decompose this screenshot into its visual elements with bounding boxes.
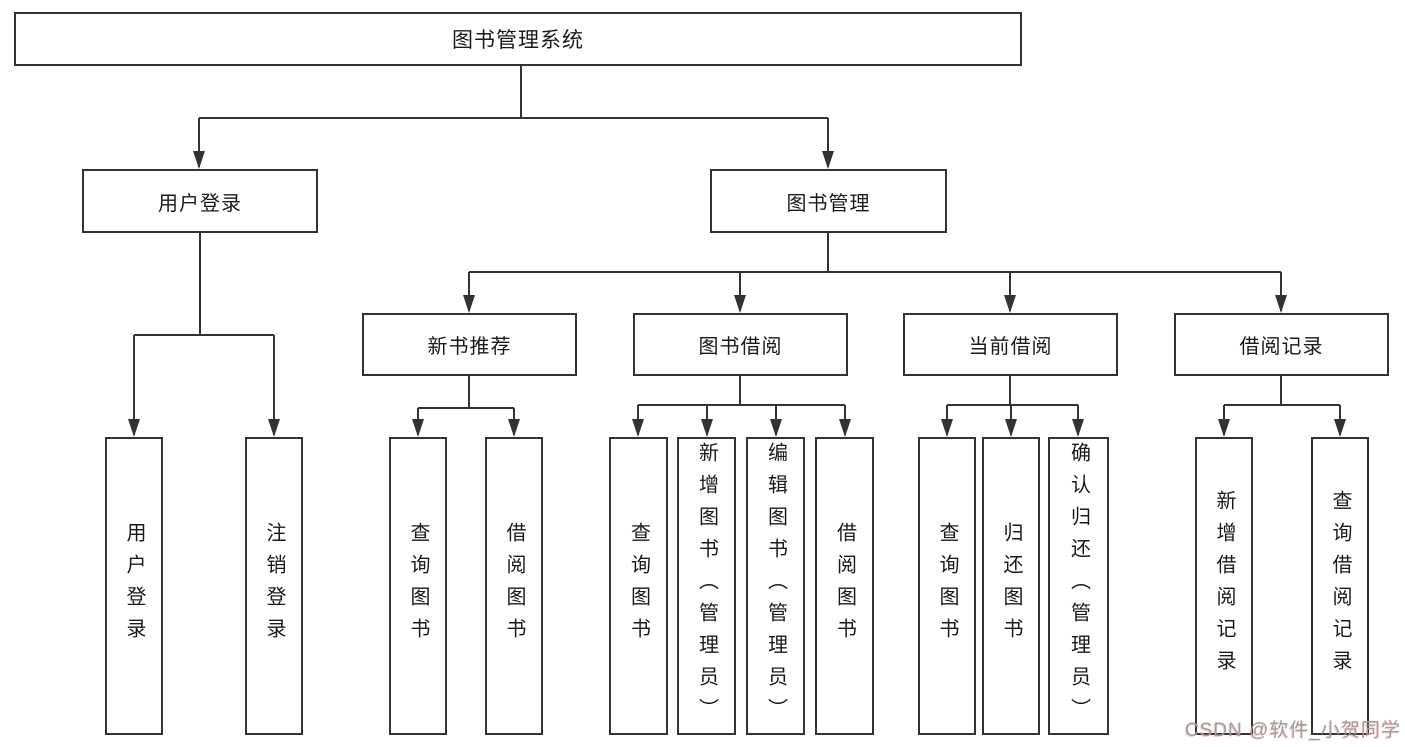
leaf-borrow-query-books: 查询图书 — [609, 437, 668, 735]
node-new-book-recommend-label: 新书推荐 — [427, 336, 512, 358]
leaf-logout-label: 注销登录 — [263, 522, 285, 650]
node-new-book-recommend: 新书推荐 — [362, 313, 577, 376]
node-current-borrow-label: 当前借阅 — [968, 336, 1053, 358]
leaf-records-query-record-label: 查询借阅记录 — [1329, 490, 1351, 682]
leaf-borrow-borrow-books-label: 借阅图书 — [833, 522, 856, 650]
leaf-current-query-books: 查询图书 — [918, 437, 976, 735]
leaf-current-return-books: 归还图书 — [982, 437, 1040, 735]
leaf-current-return-books-label: 归还图书 — [1000, 522, 1022, 650]
leaf-newbooks-query-books-label: 查询图书 — [407, 522, 429, 650]
node-borrow-records-label: 借阅记录 — [1239, 336, 1324, 358]
leaf-borrow-add-books-admin: 新增图书（管理员） — [677, 437, 736, 735]
leaf-current-confirm-return-admin-label: 确认归还（管理员） — [1067, 442, 1090, 730]
leaf-newbooks-borrow-books-label: 借阅图书 — [503, 522, 525, 650]
node-root: 图书管理系统 — [14, 12, 1022, 66]
leaf-logout: 注销登录 — [245, 437, 303, 735]
node-user-login: 用户登录 — [82, 169, 318, 233]
watermark: CSDN @软件_小贺同学 — [1185, 720, 1401, 741]
leaf-current-query-books-label: 查询图书 — [936, 522, 958, 650]
node-root-label: 图书管理系统 — [452, 29, 584, 52]
leaf-records-query-record: 查询借阅记录 — [1311, 437, 1369, 735]
leaf-current-confirm-return-admin: 确认归还（管理员） — [1048, 437, 1109, 735]
leaf-newbooks-borrow-books: 借阅图书 — [485, 437, 543, 735]
leaf-borrow-borrow-books: 借阅图书 — [815, 437, 874, 735]
leaf-borrow-edit-books-admin: 编辑图书（管理员） — [746, 437, 805, 735]
leaf-user-login: 用户登录 — [105, 437, 163, 735]
node-current-borrow: 当前借阅 — [903, 313, 1118, 376]
node-book-management: 图书管理 — [710, 169, 947, 233]
node-book-borrow: 图书借阅 — [633, 313, 848, 376]
leaf-records-add-record: 新增借阅记录 — [1195, 437, 1253, 735]
leaf-borrow-query-books-label: 查询图书 — [627, 522, 650, 650]
leaf-user-login-label: 用户登录 — [123, 522, 145, 650]
node-user-login-label: 用户登录 — [158, 192, 242, 215]
leaf-borrow-edit-books-admin-label: 编辑图书（管理员） — [764, 442, 787, 730]
leaf-borrow-add-books-admin-label: 新增图书（管理员） — [695, 442, 718, 730]
node-book-management-label: 图书管理 — [786, 192, 871, 215]
leaf-newbooks-query-books: 查询图书 — [389, 437, 447, 735]
node-borrow-records: 借阅记录 — [1174, 313, 1389, 376]
node-book-borrow-label: 图书借阅 — [698, 336, 783, 358]
leaf-records-add-record-label: 新增借阅记录 — [1213, 490, 1235, 682]
